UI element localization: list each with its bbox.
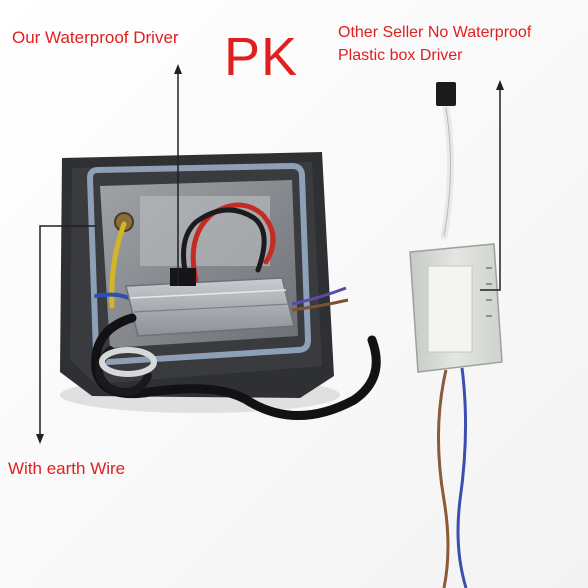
plastic-box-driver bbox=[409, 82, 503, 588]
earth-wire-label: With earth Wire bbox=[8, 459, 126, 478]
yellow-green-earth-wire bbox=[109, 221, 127, 309]
input-plug bbox=[436, 82, 456, 106]
arrow-down-icon bbox=[36, 225, 96, 444]
red-wire bbox=[190, 202, 276, 283]
other-seller-label-line2: Plastic box Driver bbox=[338, 47, 463, 64]
aluminium-driver-ridge bbox=[129, 289, 287, 299]
output-wire-blue-right bbox=[456, 367, 468, 588]
arrow-up-icon bbox=[174, 64, 182, 286]
cable-gland bbox=[99, 347, 157, 377]
aluminium-driver-ridge bbox=[133, 303, 291, 313]
input-wire-white-outline bbox=[443, 107, 452, 237]
output-wires-right bbox=[291, 286, 347, 306]
other-seller-label-line1: Other Seller No Waterproof bbox=[338, 24, 532, 41]
aluminium-driver-body bbox=[125, 277, 295, 337]
black-wire-inner bbox=[181, 207, 267, 287]
output-wire-brown bbox=[291, 298, 349, 312]
plastic-driver-vents bbox=[486, 267, 492, 317]
pk-title: PK bbox=[224, 27, 299, 87]
arrow-up-icon bbox=[480, 80, 504, 291]
output-wire-brown-right bbox=[437, 369, 450, 588]
aluminium-driver-connector bbox=[170, 268, 196, 286]
aluminium-driver bbox=[125, 268, 295, 337]
our-driver-label: Our Waterproof Driver bbox=[12, 28, 179, 47]
plastic-driver-label bbox=[427, 265, 473, 353]
